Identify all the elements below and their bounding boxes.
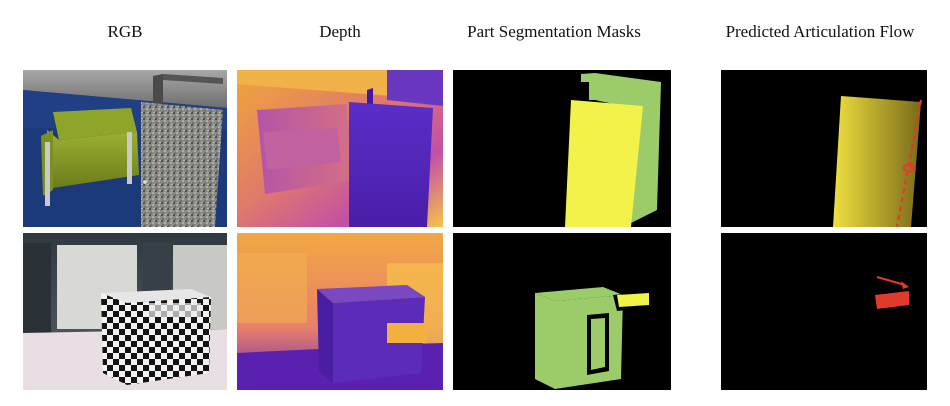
- articulation-flow-cabinet: [721, 233, 927, 390]
- rgb-image-armchair: [23, 70, 227, 227]
- header-depth: Depth: [319, 22, 361, 41]
- header-predicted-articulation-flow: Predicted Articulation Flow: [725, 22, 915, 41]
- articulation-flow-armchair: [721, 70, 927, 227]
- rgb-image-cabinet: [23, 233, 227, 390]
- segmentation-mask-cabinet: [453, 233, 671, 390]
- depth-map-cabinet: [237, 233, 443, 390]
- header-rgb: RGB: [107, 22, 143, 41]
- depth-map-armchair: [237, 70, 443, 227]
- segmentation-mask-armchair: [453, 70, 671, 227]
- header-part-segmentation-masks: Part Segmentation Masks: [467, 22, 641, 41]
